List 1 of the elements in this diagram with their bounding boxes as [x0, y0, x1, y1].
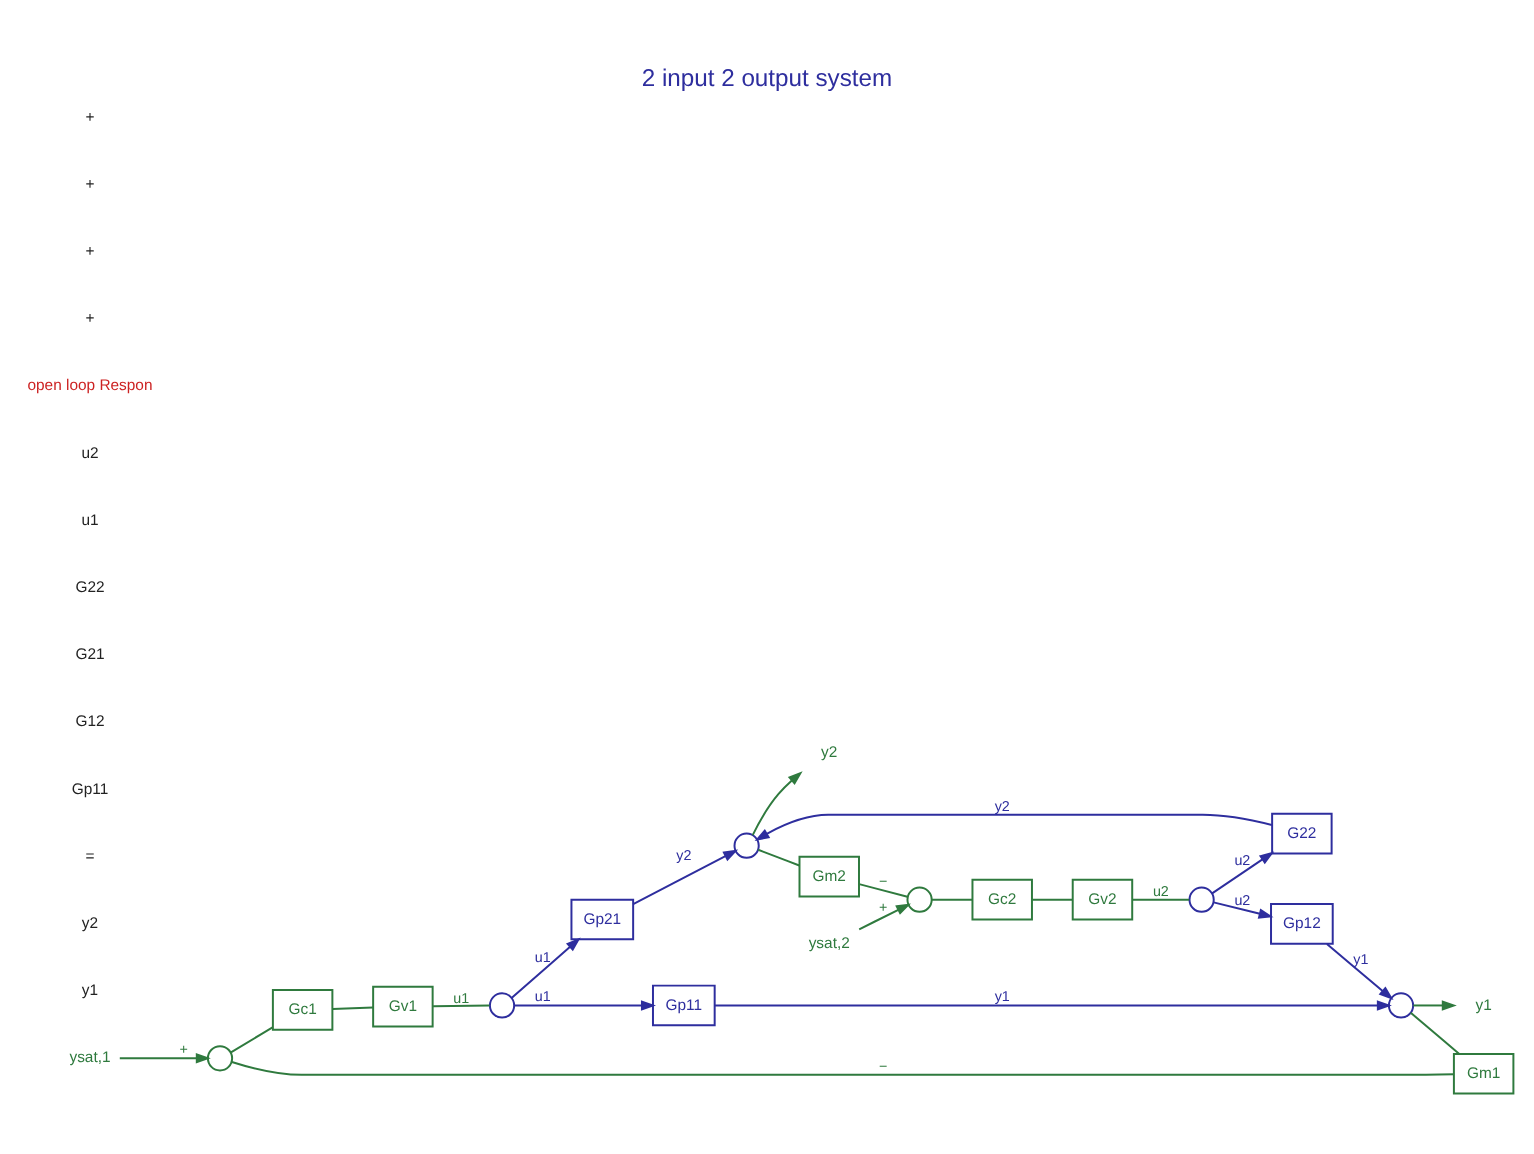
diagram-title: 2 input 2 output system: [641, 63, 893, 92]
